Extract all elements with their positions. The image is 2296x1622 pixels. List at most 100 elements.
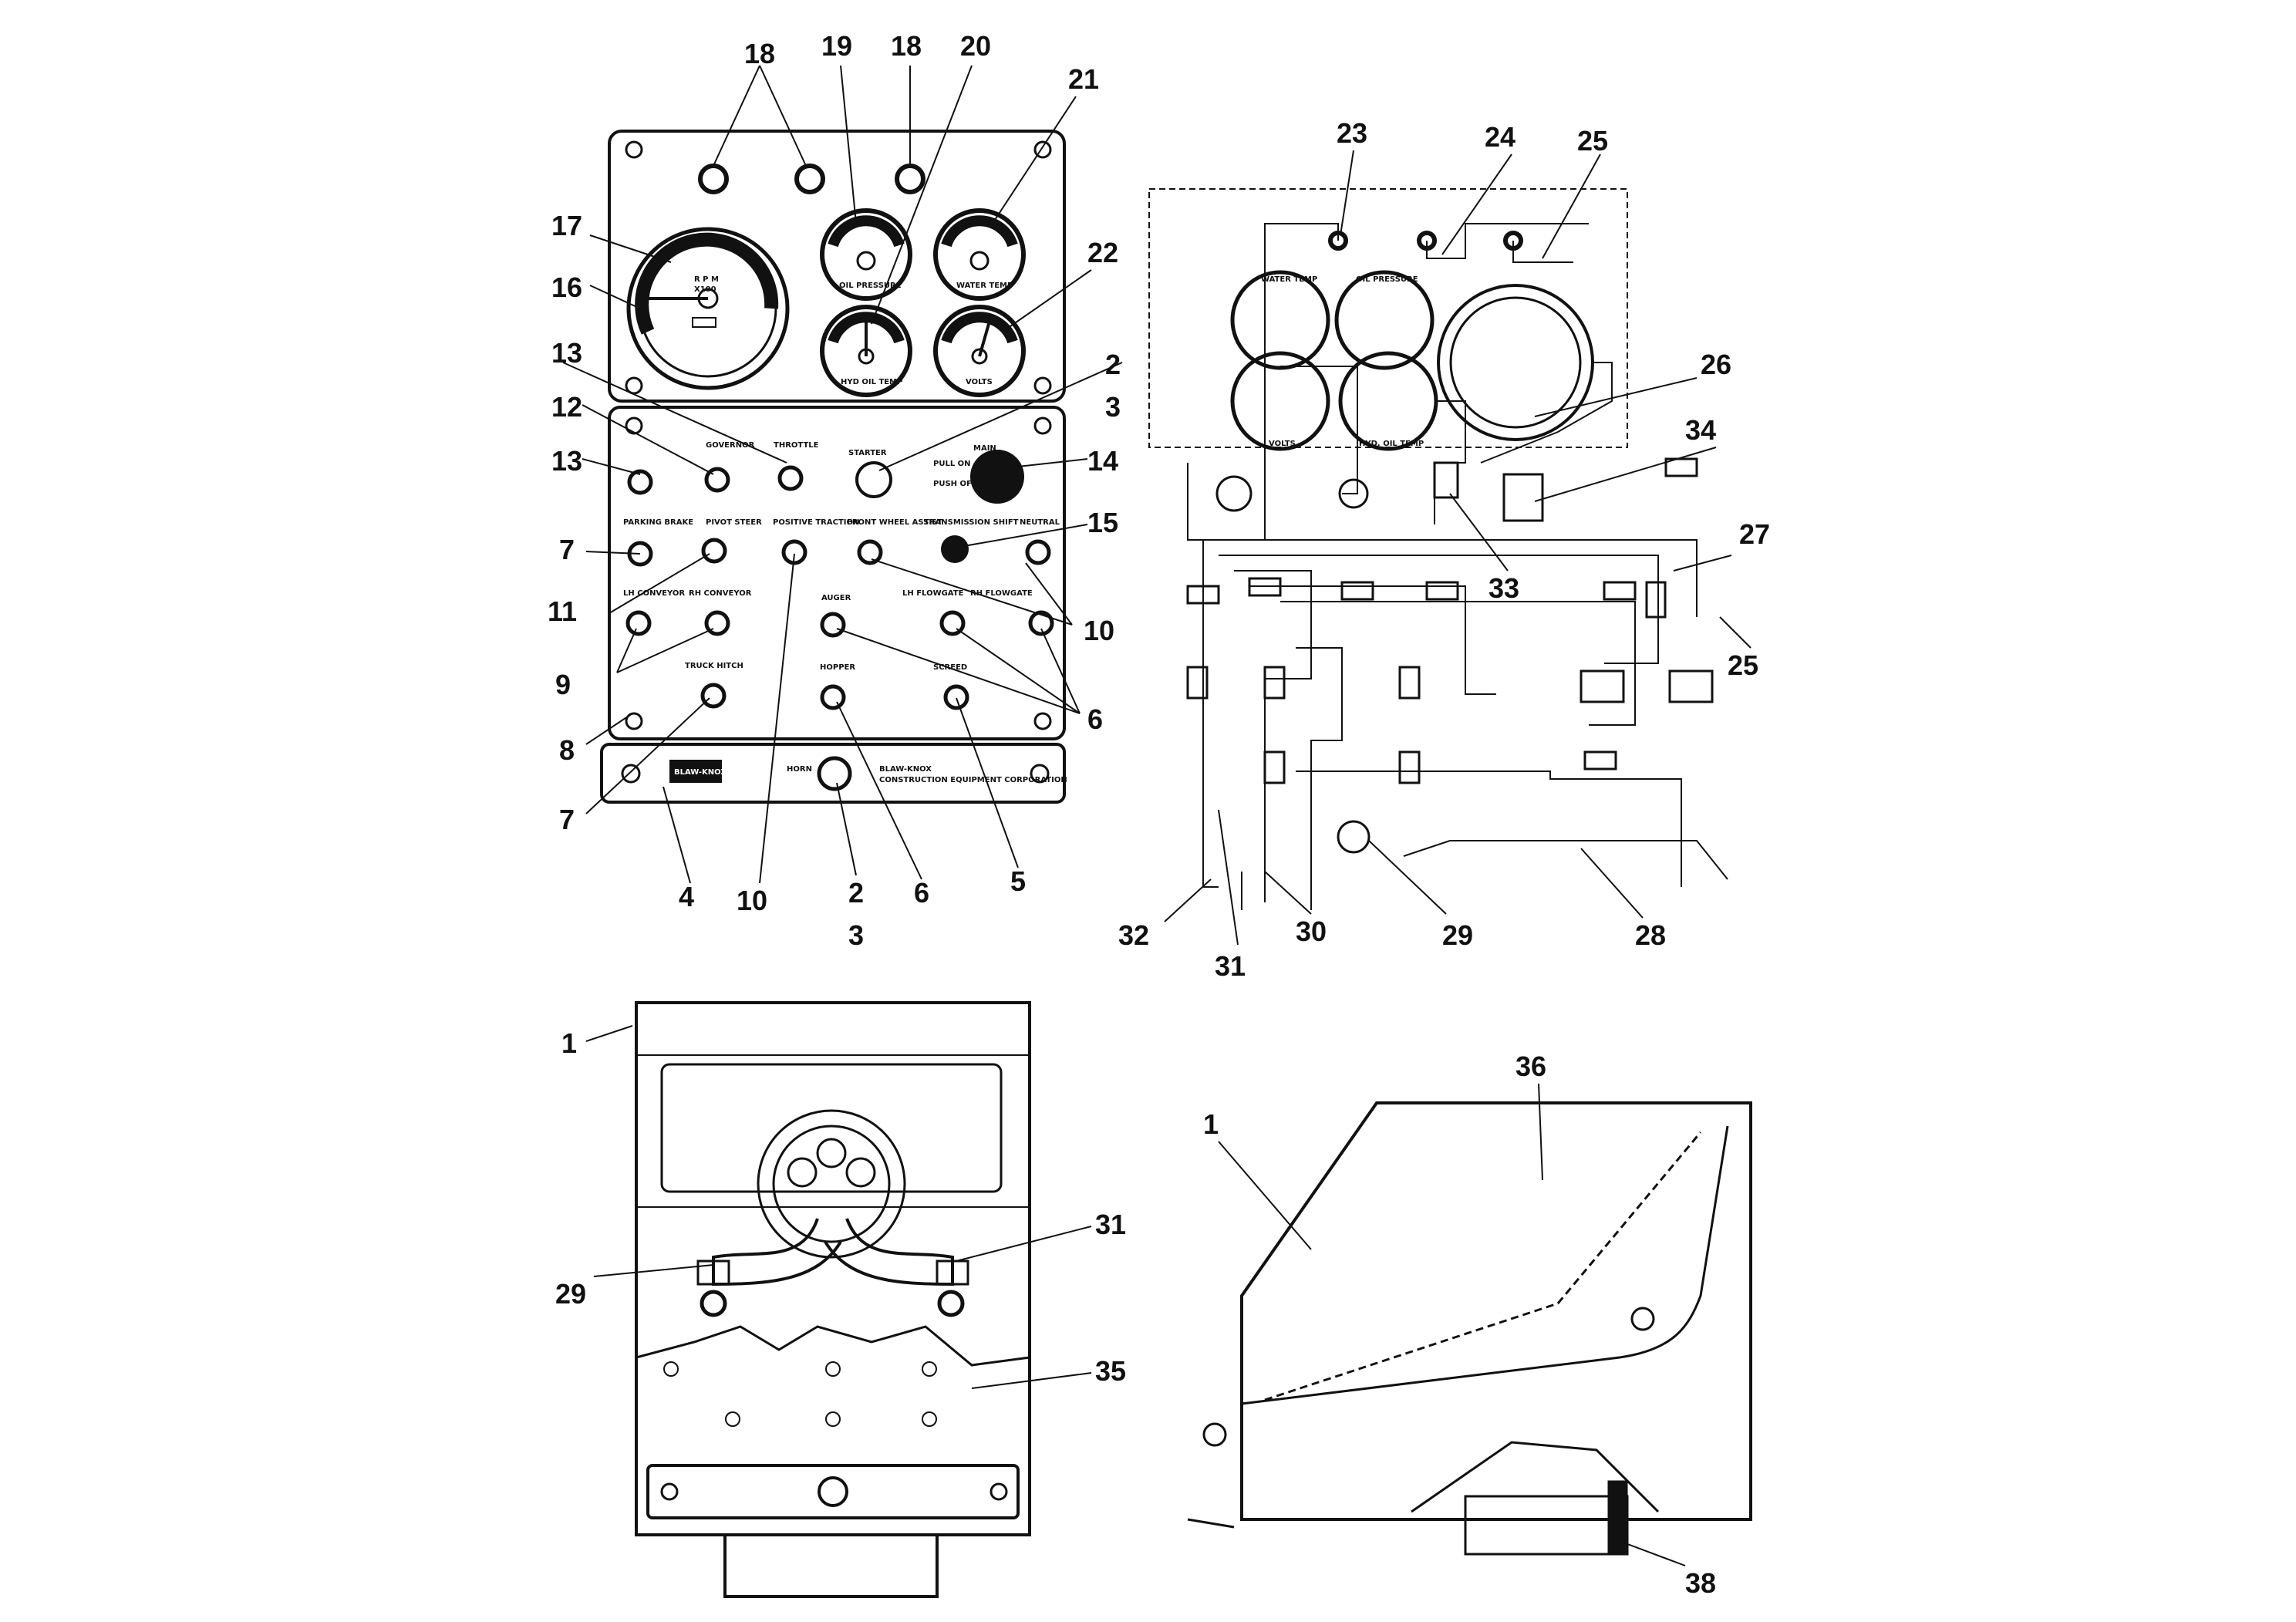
callout: 38 — [1685, 1567, 1716, 1599]
terminal-block — [1603, 581, 1637, 601]
throttle-label: THROTTLE — [774, 441, 819, 450]
callout: 17 — [551, 210, 582, 241]
console-handle — [723, 1535, 939, 1598]
svg-text:POSITIVE TRACTION: POSITIVE TRACTION — [773, 518, 859, 527]
callout-labels: 18 19 18 20 21 17 16 22 13 2 3 12 13 14 … — [548, 30, 1770, 1599]
callout: 27 — [1739, 518, 1770, 550]
wiring-tachometer — [1437, 284, 1594, 441]
auger-switch — [820, 612, 846, 638]
wiring-water-temp-gauge — [1230, 270, 1330, 370]
svg-text:OIL PRESSURE: OIL PRESSURE — [839, 282, 902, 290]
svg-text:HYD. OIL TEMP: HYD. OIL TEMP — [1359, 440, 1424, 448]
callout: 13 — [551, 337, 582, 369]
callout: 26 — [1701, 349, 1731, 380]
callout: 31 — [1215, 950, 1246, 982]
callout: 28 — [1635, 919, 1666, 951]
governor-label: GOVERNOR — [706, 441, 755, 450]
wiring-diagram-view: WATER TEMP OIL PRESSURE VOLTS HYD. OIL T… — [1148, 188, 1728, 910]
gauge-panel — [608, 130, 1066, 403]
gauge-panel-outline — [1148, 188, 1628, 448]
callout: 23 — [1337, 117, 1367, 149]
callout: 14 — [1087, 445, 1118, 477]
volts-gauge: VOLTS — [933, 305, 1026, 397]
oil-pressure-gauge: OIL PRESSURE — [820, 208, 912, 301]
svg-text:AUGER: AUGER — [821, 594, 851, 602]
terminal-block — [1186, 666, 1209, 700]
callout: 11 — [548, 595, 577, 627]
terminal-block — [1340, 581, 1374, 601]
console-housing — [635, 1001, 1031, 1536]
handle-pad — [1607, 1480, 1628, 1555]
rh-flowgate-switch — [1028, 610, 1054, 636]
callout: 9 — [555, 669, 571, 700]
rpm-label: R P M — [694, 275, 719, 284]
terminal-block — [1664, 457, 1698, 477]
callout: 2 — [848, 877, 864, 909]
svg-text:TRANSMISSION SHIFT: TRANSMISSION SHIFT — [924, 518, 1019, 527]
callout: 35 — [1095, 1355, 1126, 1387]
terminal-block — [1580, 669, 1625, 703]
svg-text:FRONT WHEEL ASSIST: FRONT WHEEL ASSIST — [847, 518, 942, 527]
terminal-block — [1263, 666, 1286, 700]
wiring-volts-gauge — [1230, 351, 1330, 451]
pull-on-label: PULL ON — [933, 460, 971, 468]
svg-text:RH FLOWGATE: RH FLOWGATE — [970, 589, 1033, 598]
svg-text:BLAW-KNOX: BLAW-KNOX — [674, 768, 727, 777]
callout: 22 — [1087, 237, 1118, 268]
terminal-block — [1398, 750, 1421, 784]
callout: 36 — [1515, 1050, 1546, 1082]
positive-traction-switch — [781, 539, 807, 565]
horn-button — [817, 756, 852, 791]
callout: 1 — [1203, 1108, 1219, 1140]
callout: 2 — [1105, 349, 1121, 380]
callout: 7 — [559, 534, 575, 565]
instrument-panel-view: R P M X100 OIL PRESSURE WATER TEMP HYD O… — [600, 130, 1067, 804]
svg-text:TRUCK HITCH: TRUCK HITCH — [685, 662, 743, 670]
svg-text:HYD OIL TEMP: HYD OIL TEMP — [841, 378, 902, 386]
callout: 7 — [559, 804, 575, 835]
terminal-block — [1502, 473, 1544, 522]
governor-switch — [704, 467, 730, 493]
push-off-label: PUSH OFF — [933, 480, 977, 488]
callout: 1 — [561, 1027, 577, 1059]
terminal-block — [1248, 577, 1282, 597]
svg-text:OIL PRESSURE: OIL PRESSURE — [1356, 275, 1418, 284]
console-front-view — [635, 1001, 1031, 1598]
callout: 13 — [551, 445, 582, 477]
callout: 29 — [555, 1278, 586, 1310]
hopper-switch — [820, 684, 846, 710]
svg-text:CONSTRUCTION EQUIPMENT CORPORA: CONSTRUCTION EQUIPMENT CORPORATION — [879, 776, 1067, 784]
svg-text:VOLTS: VOLTS — [1269, 440, 1296, 448]
callout: 6 — [914, 877, 929, 909]
terminal-block — [1398, 666, 1421, 700]
indicator-lamp — [698, 164, 729, 194]
wiring-main-switch — [1215, 475, 1253, 512]
cable-assembly-left — [712, 1218, 842, 1286]
terminal-block — [1425, 581, 1459, 601]
starter-button — [855, 461, 892, 498]
callout: 3 — [1105, 391, 1121, 423]
callout: 18 — [744, 38, 775, 69]
callout: 8 — [559, 734, 575, 766]
callout: 31 — [1095, 1209, 1126, 1240]
pivot-steer-switch — [701, 538, 727, 564]
indicator-lamp — [895, 164, 925, 194]
callout: 4 — [679, 881, 694, 912]
terminal-block — [1186, 585, 1220, 605]
callout: 29 — [1442, 919, 1473, 951]
water-temp-gauge: WATER TEMP — [933, 208, 1026, 301]
horn-label: HORN — [787, 765, 812, 774]
svg-text:RH CONVEYOR: RH CONVEYOR — [689, 589, 752, 598]
callout: 10 — [1084, 615, 1114, 646]
transmission-shift-knob — [941, 535, 969, 563]
wiring-oil-pressure-gauge — [1334, 270, 1435, 370]
svg-text:LH FLOWGATE: LH FLOWGATE — [902, 589, 964, 598]
handle-bracket — [1464, 1495, 1629, 1556]
lh-conveyor-switch — [625, 610, 652, 636]
svg-text:BLAW-KNOX: BLAW-KNOX — [879, 765, 932, 774]
terminal-block — [1645, 581, 1667, 619]
leader-lines — [562, 65, 1752, 1566]
console-side-view — [1187, 1101, 1752, 1556]
svg-text:NEUTRAL: NEUTRAL — [1020, 518, 1060, 527]
lh-flowgate-switch — [939, 610, 966, 636]
